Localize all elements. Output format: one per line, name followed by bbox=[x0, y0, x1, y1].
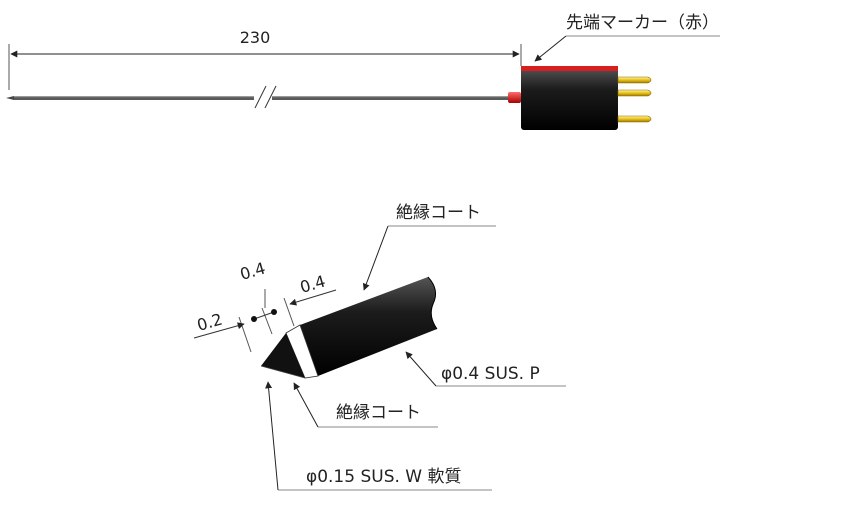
probe-overview: 230 bbox=[6, 13, 720, 130]
length-dimension: 230 bbox=[8, 28, 522, 90]
sheath-callout: φ0.4 SUS. P bbox=[405, 351, 566, 387]
marker-label: 先端マーカー（赤） bbox=[566, 13, 719, 33]
connector-body bbox=[521, 66, 652, 130]
outer-coat-callout: 絶縁コート bbox=[362, 203, 496, 291]
sheath-label: φ0.4 SUS. P bbox=[441, 364, 540, 384]
connector-pins bbox=[617, 76, 652, 123]
inner-coat-label: 絶縁コート bbox=[336, 403, 421, 423]
wire-label: φ0.15 SUS. W 軟質 bbox=[306, 467, 462, 487]
dim-0-4-center: 0.4 bbox=[238, 259, 268, 284]
red-tip-marker bbox=[508, 92, 521, 103]
marker-callout: 先端マーカー（赤） bbox=[534, 13, 720, 62]
tip-detail: 絶縁コート φ0.4 SUS. P 絶縁コート φ0.15 SUS. W 軟質 bbox=[193, 203, 566, 491]
wire-callout: φ0.15 SUS. W 軟質 bbox=[265, 381, 492, 491]
dim-0-4-right: 0.4 bbox=[298, 272, 328, 297]
inner-coat-callout: 絶縁コート bbox=[293, 382, 438, 428]
break-mark bbox=[254, 85, 267, 109]
outer-coat-label: 絶縁コート bbox=[396, 203, 481, 223]
length-label: 230 bbox=[240, 28, 271, 47]
sheath-body bbox=[260, 276, 438, 379]
probe-needle bbox=[6, 85, 521, 109]
